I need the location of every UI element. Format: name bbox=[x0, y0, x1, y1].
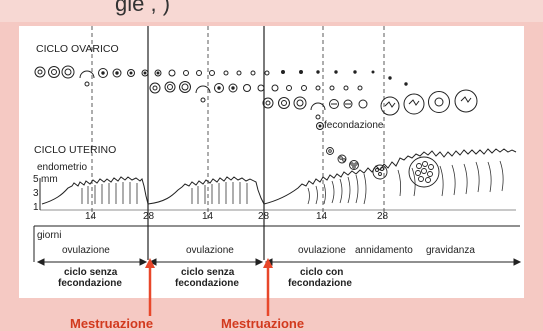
ovulation-guides bbox=[91, 26, 385, 220]
phase-pregnancy: gravidanza bbox=[426, 245, 475, 256]
cycle-1-line1: ciclo senza bbox=[64, 267, 118, 278]
phase-implantation: annidamento bbox=[355, 245, 413, 256]
menstruation-label-2: Mestruazione bbox=[221, 316, 304, 331]
cycle-3-line1: ciclo con bbox=[300, 267, 343, 278]
tick-28-b: 28 bbox=[258, 211, 270, 222]
follicle-row-3 bbox=[262, 96, 368, 130]
tick-28-a: 28 bbox=[143, 211, 155, 222]
scale-1: 1 bbox=[33, 202, 39, 213]
scale-5: 5 bbox=[33, 174, 39, 185]
tick-28-c: 28 bbox=[377, 211, 389, 222]
embryo-stages bbox=[326, 147, 388, 180]
endometrium-profile bbox=[41, 148, 517, 205]
days-label: giorni bbox=[37, 230, 61, 241]
mm-label: mm bbox=[41, 174, 58, 185]
scale-3: 3 bbox=[33, 188, 39, 199]
phase-ovulation-3: ovulazione bbox=[298, 245, 346, 256]
cycle-span-arrows bbox=[36, 258, 522, 266]
menstruation-label-1: Mestruazione bbox=[70, 316, 153, 331]
phase-ovulation-2: ovulazione bbox=[186, 245, 234, 256]
follicle-row-2 bbox=[149, 81, 478, 116]
uterine-cycle-label: CICLO UTERINO bbox=[34, 144, 116, 156]
phase-ovulation-1: ovulazione bbox=[62, 245, 110, 256]
follicle-row-1 bbox=[34, 65, 408, 87]
cycle-3-line2: fecondazione bbox=[288, 278, 352, 289]
cycle-2-line2: fecondazione bbox=[175, 278, 239, 289]
cycle-1-line2: fecondazione bbox=[58, 278, 122, 289]
tick-14-b: 14 bbox=[202, 211, 214, 222]
endometrial-glands bbox=[81, 160, 504, 205]
fertilization-label: fecondazione bbox=[324, 120, 384, 131]
slide-title-fragment: gie , ) bbox=[115, 0, 171, 16]
implanted-embryo bbox=[408, 156, 440, 188]
tick-14-a: 14 bbox=[85, 211, 97, 222]
endometrium-label: endometrio bbox=[37, 162, 87, 173]
title-strip: gie , ) bbox=[0, 0, 543, 22]
ovarian-cycle-label: CICLO OVARICO bbox=[36, 43, 119, 55]
cycle-2-line1: ciclo senza bbox=[181, 267, 235, 278]
menstruation-arrows bbox=[145, 258, 273, 316]
tick-14-c: 14 bbox=[316, 211, 328, 222]
